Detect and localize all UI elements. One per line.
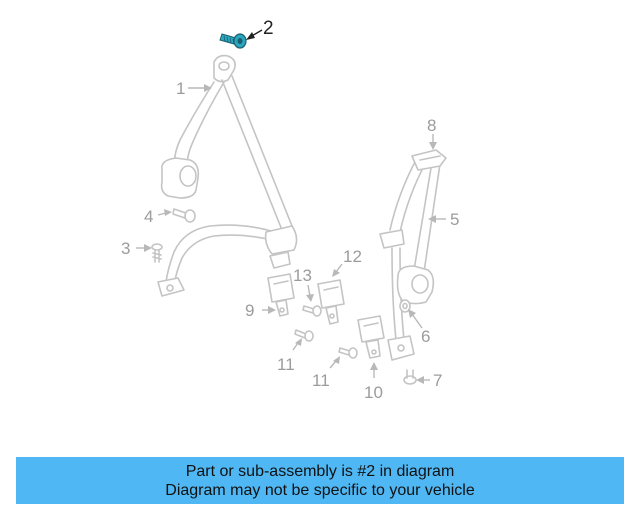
banner-line-disclaimer: Diagram may not be specific to your vehi…	[165, 481, 475, 499]
callout-10[interactable]: 10	[364, 383, 383, 402]
callout-11a[interactable]: 11	[277, 355, 295, 374]
part-13-bolt[interactable]	[302, 305, 322, 317]
callout-13[interactable]: 13	[293, 266, 312, 285]
callout-2[interactable]: 2	[263, 18, 274, 39]
callout-11b[interactable]: 11	[312, 371, 330, 390]
callout-1[interactable]: 1	[176, 79, 185, 98]
banner-line-part: Part or sub-assembly is #2 in diagram	[185, 462, 455, 480]
callout-12[interactable]: 12	[343, 247, 362, 266]
part-3-bolt[interactable]	[151, 243, 163, 263]
part-12-buckle[interactable]	[317, 279, 345, 325]
part-9-buckle[interactable]	[267, 273, 295, 317]
part-6-nut[interactable]	[399, 299, 411, 313]
part-11a-bolt[interactable]	[294, 329, 314, 342]
parts-diagram: 1 2 3 4 5 6 7 8 9 10 11 11 12 13	[121, 18, 459, 402]
callout-8[interactable]: 8	[427, 116, 436, 135]
callout-7[interactable]: 7	[433, 371, 442, 390]
callout-3[interactable]: 3	[121, 239, 130, 258]
callout-4[interactable]: 4	[144, 207, 153, 226]
part-5-belt-assembly[interactable]	[379, 159, 441, 361]
callout-6[interactable]: 6	[421, 327, 430, 346]
callout-labels: 1 2 3 4 5 6 7 8 9 10 11 11 12 13	[121, 18, 459, 402]
part-1-belt-assembly[interactable]	[157, 54, 298, 297]
part-2-bolt[interactable]	[219, 33, 247, 49]
part-10-buckle[interactable]	[357, 315, 385, 359]
leader-lines	[136, 29, 446, 384]
part-11b-bolt[interactable]	[338, 347, 358, 359]
callout-5[interactable]: 5	[450, 210, 459, 229]
part-8-guide[interactable]	[411, 149, 447, 171]
info-banner: Part or sub-assembly is #2 in diagram Di…	[16, 457, 624, 504]
part-4-bolt[interactable]	[172, 208, 196, 223]
callout-9[interactable]: 9	[245, 301, 254, 320]
part-7-bolt[interactable]	[403, 369, 417, 385]
